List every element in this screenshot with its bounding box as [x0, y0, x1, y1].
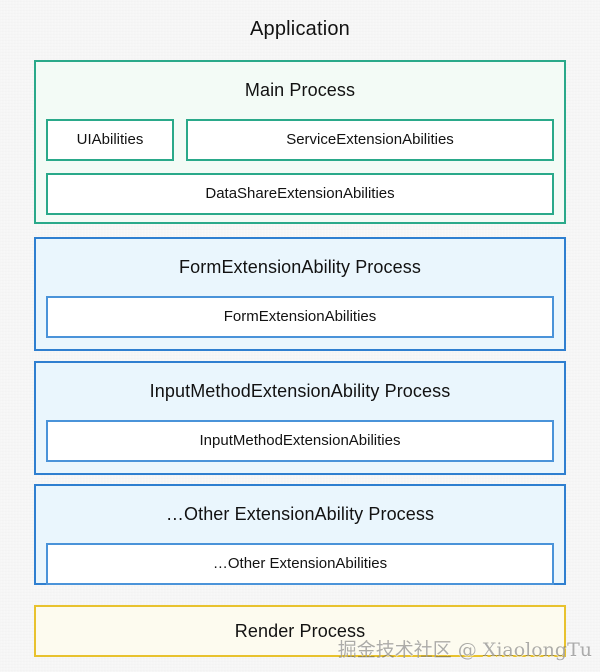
process-box-main: Main Process UIAbilities ServiceExtensio… [34, 60, 566, 224]
process-box-other: …Other ExtensionAbility Process …Other E… [34, 484, 566, 585]
process-title-input-method: InputMethodExtensionAbility Process [149, 381, 451, 401]
ability-service-extension-abilities: ServiceExtensionAbilities [186, 119, 554, 161]
page-title: Application [249, 18, 351, 40]
process-title-form: FormExtensionAbility Process [179, 257, 421, 277]
ability-row: UIAbilities ServiceExtensionAbilities [36, 119, 564, 161]
process-title-other: …Other ExtensionAbility Process [165, 504, 435, 524]
ability-row: InputMethodExtensionAbilities [36, 420, 564, 462]
ability-ui-abilities: UIAbilities [46, 119, 174, 161]
watermark: 掘金技术社区 @ XiaolongTu [337, 639, 592, 661]
ability-datashare-extension-abilities: DataShareExtensionAbilities [46, 173, 554, 215]
process-box-input-method: InputMethodExtensionAbility Process Inpu… [34, 361, 566, 475]
ability-row: …Other ExtensionAbilities [36, 543, 564, 585]
ability-row: FormExtensionAbilities [36, 296, 564, 338]
process-title-main: Main Process [244, 80, 356, 100]
ability-input-method-extension-abilities: InputMethodExtensionAbilities [46, 420, 554, 462]
process-box-form: FormExtensionAbility Process FormExtensi… [34, 237, 566, 351]
ability-other-extension-abilities: …Other ExtensionAbilities [46, 543, 554, 585]
ability-form-extension-abilities: FormExtensionAbilities [46, 296, 554, 338]
ability-row: DataShareExtensionAbilities [36, 173, 564, 215]
